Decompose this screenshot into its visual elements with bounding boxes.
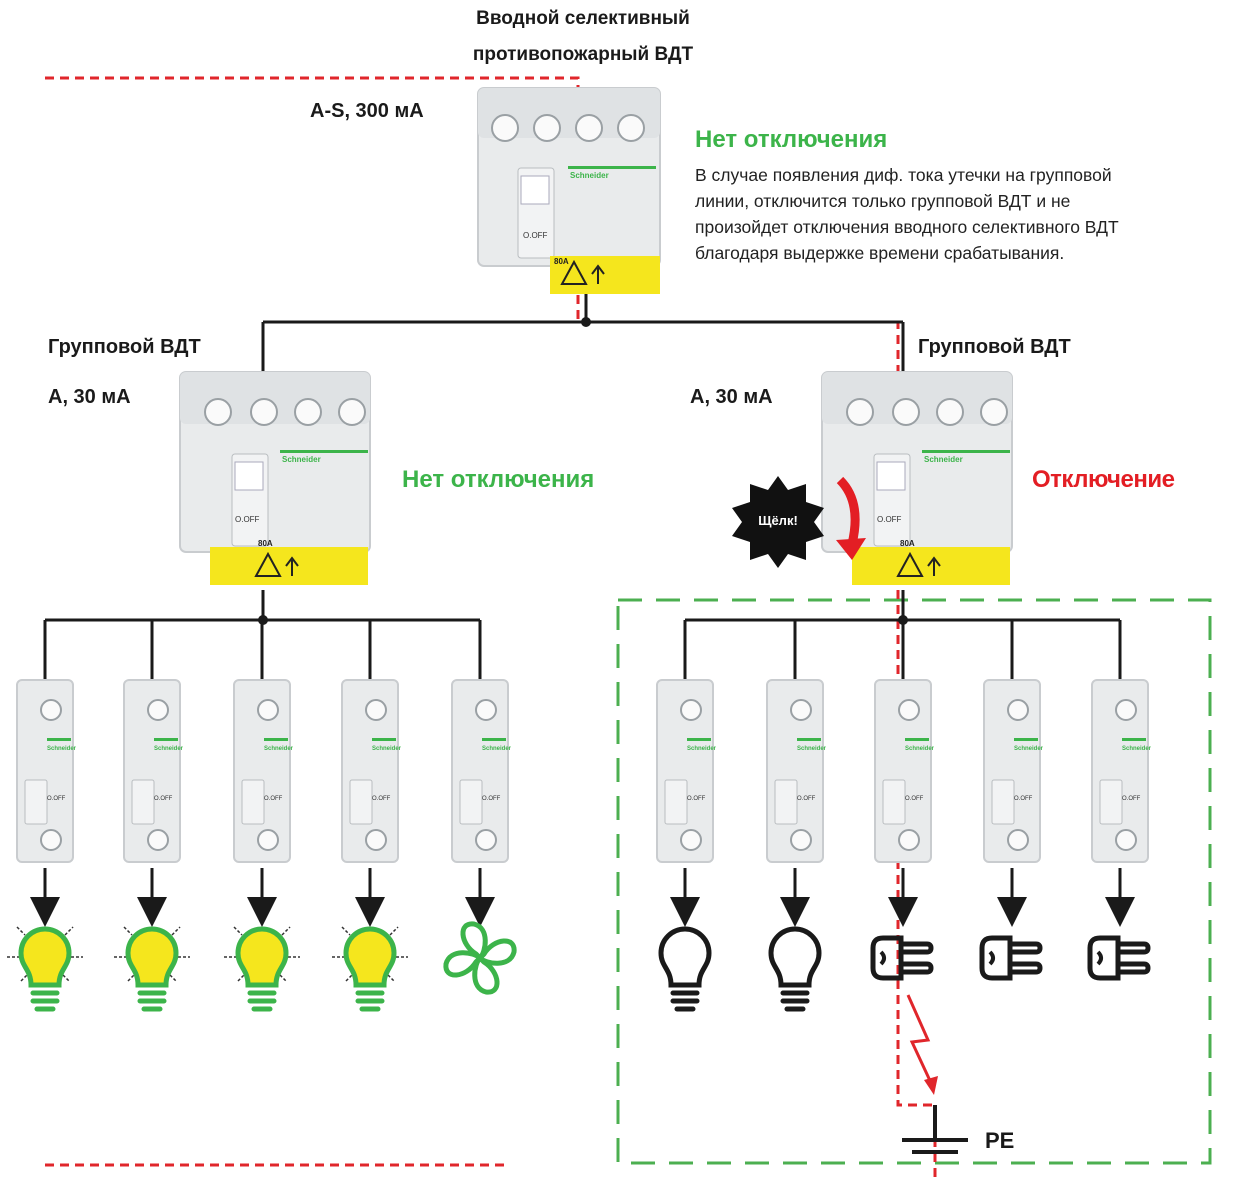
fault-lightning-icon bbox=[906, 994, 934, 1086]
lamp-on-icon bbox=[114, 926, 190, 1012]
brand-text: Schneider bbox=[570, 171, 609, 180]
right-loads bbox=[658, 926, 1151, 1012]
off-text: O.OFF bbox=[372, 796, 391, 802]
brand-text: Schneider bbox=[924, 455, 963, 464]
description-line-4: благодаря выдержке времени срабатывания. bbox=[695, 243, 1065, 263]
pe-label: PE bbox=[985, 1128, 1015, 1153]
brand-text: Schneider bbox=[905, 746, 935, 752]
main-rcd-title-line1: Вводной селективный bbox=[476, 8, 690, 29]
description-line-2: линии, отключится только групповой ВДТ и… bbox=[695, 191, 1071, 211]
load-arrows bbox=[30, 868, 1135, 927]
left-group-status: Нет отключения bbox=[402, 466, 595, 493]
off-text: O.OFF bbox=[235, 515, 260, 524]
brand-text: Schneider bbox=[47, 746, 77, 752]
lamp-on-icon bbox=[224, 926, 300, 1012]
socket-icon bbox=[870, 935, 934, 981]
off-text: O.OFF bbox=[905, 796, 924, 802]
socket-icon bbox=[1087, 935, 1151, 981]
off-text: O.OFF bbox=[1014, 796, 1033, 802]
off-text: O.OFF bbox=[1122, 796, 1141, 802]
lamp-off-icon bbox=[768, 926, 822, 1012]
main-rcd-title-line2: противопожарный ВДТ bbox=[472, 44, 694, 65]
main-rcd-device: Schneider O.OFF 80A bbox=[477, 87, 661, 294]
left-group-rcd-device: Schneider O.OFF 80A bbox=[179, 371, 371, 585]
socket-icon bbox=[979, 935, 1043, 981]
lamp-off-icon bbox=[658, 926, 712, 1012]
off-text: O.OFF bbox=[687, 796, 706, 802]
rating-small-text: 80A bbox=[554, 257, 569, 266]
click-label: Щёлк! bbox=[758, 513, 798, 528]
rating-small-text: 80A bbox=[900, 539, 915, 548]
right-group-title: Групповой ВДТ bbox=[918, 336, 1071, 358]
brand-text: Schneider bbox=[1122, 746, 1152, 752]
right-group-status: Отключение bbox=[1032, 466, 1175, 493]
off-text: O.OFF bbox=[264, 796, 283, 802]
off-text: O.OFF bbox=[154, 796, 173, 802]
brand-text: Schneider bbox=[797, 746, 827, 752]
off-text: O.OFF bbox=[877, 515, 902, 524]
main-rcd-status: Нет отключения bbox=[695, 126, 888, 153]
brand-text: Schneider bbox=[372, 746, 402, 752]
lamp-on-icon bbox=[7, 926, 83, 1012]
rating-small-text: 80A bbox=[258, 539, 273, 548]
brand-text: Schneider bbox=[1014, 746, 1044, 752]
main-rcd-rating: A-S, 300 мА bbox=[310, 100, 424, 122]
left-group-title: Групповой ВДТ bbox=[48, 336, 201, 358]
left-group-rating: А, 30 мА bbox=[48, 386, 131, 408]
lamp-on-icon bbox=[332, 926, 408, 1012]
brand-text: Schneider bbox=[264, 746, 294, 752]
fan-icon bbox=[443, 921, 517, 995]
click-starburst-icon bbox=[732, 476, 824, 568]
brand-text: Schneider bbox=[282, 455, 321, 464]
description-line-3: произойдет отключения вводного селективн… bbox=[695, 217, 1119, 237]
description-line-1: В случае появления диф. тока утечки на г… bbox=[695, 165, 1112, 185]
right-group-rcd-device: Schneider O.OFF 80A bbox=[821, 371, 1013, 585]
off-text: O.OFF bbox=[482, 796, 501, 802]
brand-text: Schneider bbox=[482, 746, 512, 752]
off-text: O.OFF bbox=[523, 231, 548, 240]
brand-text: Schneider bbox=[154, 746, 184, 752]
off-text: O.OFF bbox=[797, 796, 816, 802]
brand-text: Schneider bbox=[687, 746, 717, 752]
trip-arrow-icon bbox=[836, 476, 860, 546]
affected-zone-frame bbox=[616, 598, 1212, 1165]
off-text: O.OFF bbox=[47, 796, 66, 802]
pe-ground-icon bbox=[902, 1105, 968, 1154]
mcb-row: SchneiderO.OFFSchneiderO.OFFSchneiderO.O… bbox=[16, 679, 1152, 863]
right-group-rating: А, 30 мА bbox=[690, 386, 773, 408]
left-loads bbox=[7, 921, 517, 1012]
